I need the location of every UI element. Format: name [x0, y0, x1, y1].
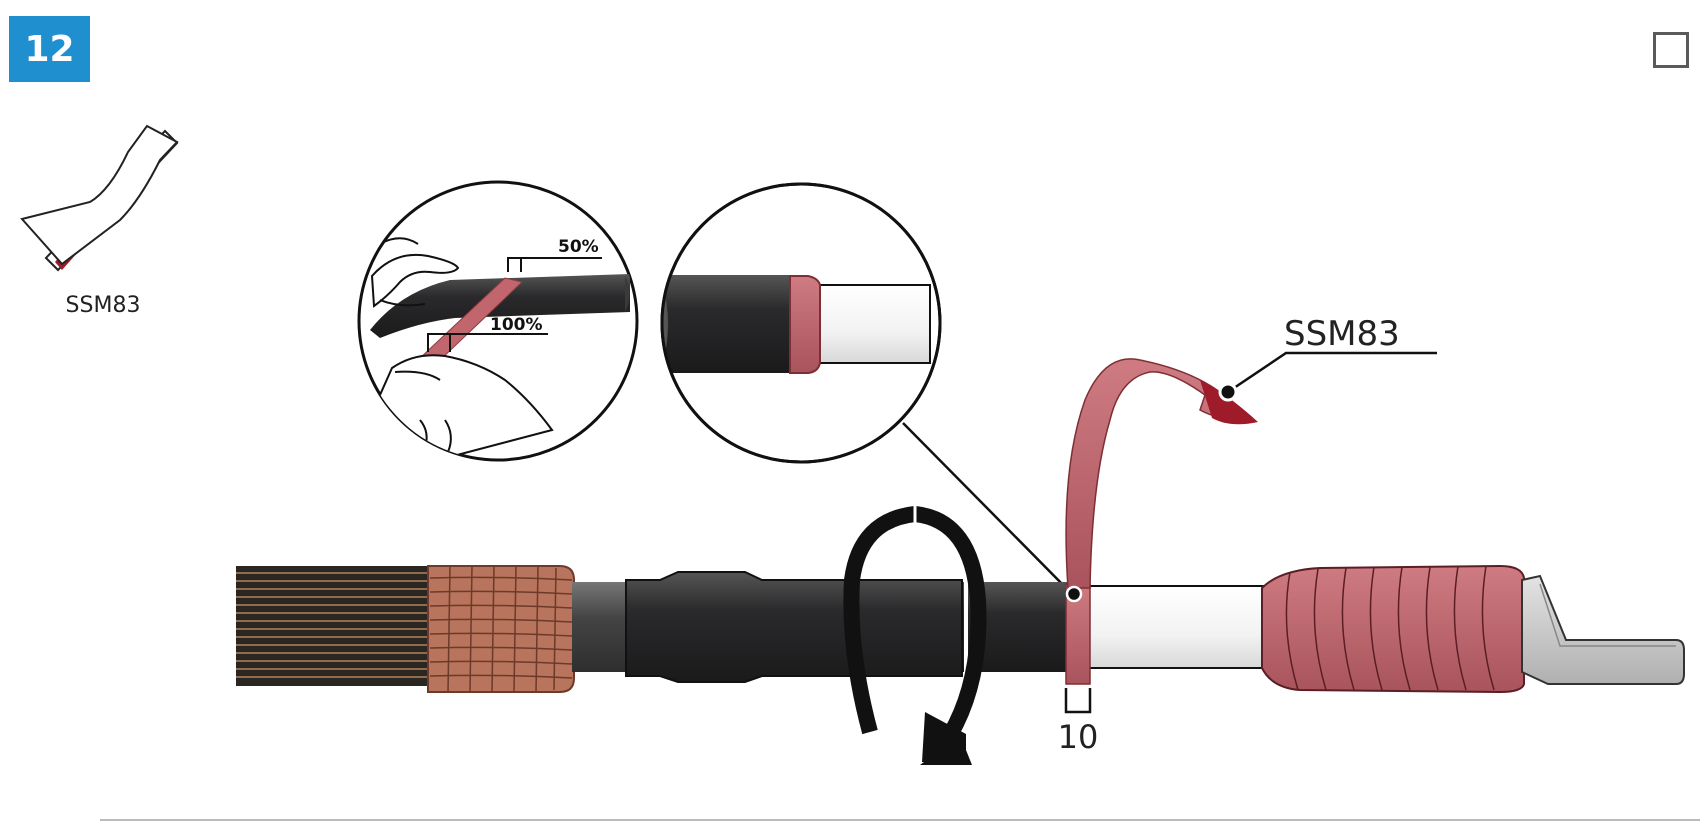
- overlap-half-label: 50%: [558, 237, 599, 257]
- screen-wires: [236, 566, 431, 686]
- step-checkbox[interactable]: [1653, 32, 1689, 68]
- red-taped-termination: [1261, 564, 1525, 694]
- rotation-arrow-icon: [843, 506, 987, 765]
- step-number-badge: 12: [9, 16, 90, 82]
- overlap-detail-circle: [357, 180, 639, 462]
- cable-lug: [1521, 574, 1685, 685]
- tape-roll-icon: [20, 124, 179, 272]
- step-number: 12: [24, 28, 75, 70]
- tape-callout-label: SSM83: [1284, 314, 1400, 354]
- tape-callout-line: [1227, 351, 1437, 394]
- overlap-full-label: 100%: [490, 315, 543, 335]
- tape-name-label: SSM83: [66, 293, 141, 318]
- detail-leader-line: [902, 422, 1073, 595]
- tape-width-label: 10: [1058, 718, 1099, 756]
- tape-width-dimension: [1064, 688, 1092, 714]
- tape-unrolling: [1065, 358, 1258, 589]
- cable-assembly: [236, 564, 1685, 694]
- tape-position-detail-circle: [660, 182, 942, 464]
- copper-wrap: [427, 565, 575, 693]
